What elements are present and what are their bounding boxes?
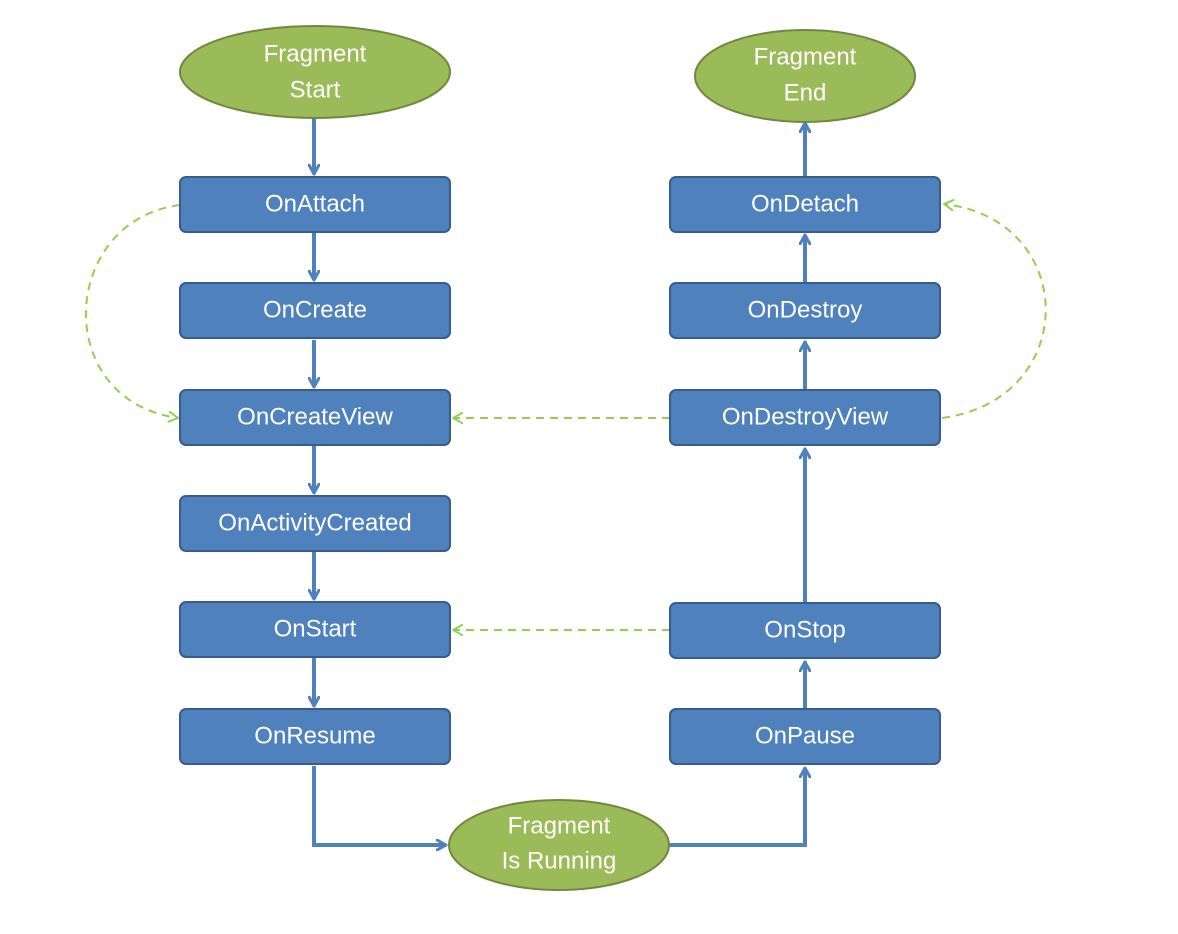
arrow-running-to-pause [670, 768, 805, 847]
dashed-connectors [84, 199, 1047, 636]
node-on-resume: OnResume [179, 708, 451, 765]
node-fragment-end: Fragment End [694, 29, 916, 123]
solid-connectors [314, 118, 805, 845]
dashed-arrow-destroyview-to-detach [941, 199, 1047, 419]
on-detach-label: OnDetach [751, 190, 859, 217]
on-attach-label: OnAttach [265, 190, 365, 217]
on-pause-label: OnPause [755, 722, 855, 749]
on-create-view-label: OnCreateView [237, 403, 393, 430]
node-on-start: OnStart [179, 601, 451, 658]
fragment-end-line1: Fragment [754, 43, 857, 70]
node-on-pause: OnPause [669, 708, 941, 765]
on-destroy-view-label: OnDestroyView [722, 403, 889, 430]
fragment-running-line2: Is Running [502, 847, 617, 874]
on-resume-label: OnResume [254, 722, 375, 749]
on-destroy-label: OnDestroy [748, 296, 863, 323]
on-create-label: OnCreate [263, 296, 367, 323]
fragment-start-line2: Start [290, 76, 341, 103]
node-on-destroy: OnDestroy [669, 282, 941, 339]
node-on-create: OnCreate [179, 282, 451, 339]
dashed-arrow-attach-to-createview [84, 204, 181, 423]
node-fragment-running: Fragment Is Running [448, 799, 670, 891]
node-on-stop: OnStop [669, 602, 941, 659]
on-activity-created-label: OnActivityCreated [218, 509, 411, 536]
on-stop-label: OnStop [764, 616, 845, 643]
arrow-resume-to-running [312, 766, 446, 845]
fragment-end-line2: End [784, 79, 827, 106]
fragment-running-line1: Fragment [508, 812, 611, 839]
node-on-create-view: OnCreateView [179, 389, 451, 446]
node-on-activity-created: OnActivityCreated [179, 495, 451, 552]
node-on-detach: OnDetach [669, 176, 941, 233]
fragment-start-line1: Fragment [264, 40, 367, 67]
node-on-destroy-view: OnDestroyView [669, 389, 941, 446]
node-fragment-start: Fragment Start [179, 25, 451, 119]
on-start-label: OnStart [274, 615, 357, 642]
node-on-attach: OnAttach [179, 176, 451, 233]
